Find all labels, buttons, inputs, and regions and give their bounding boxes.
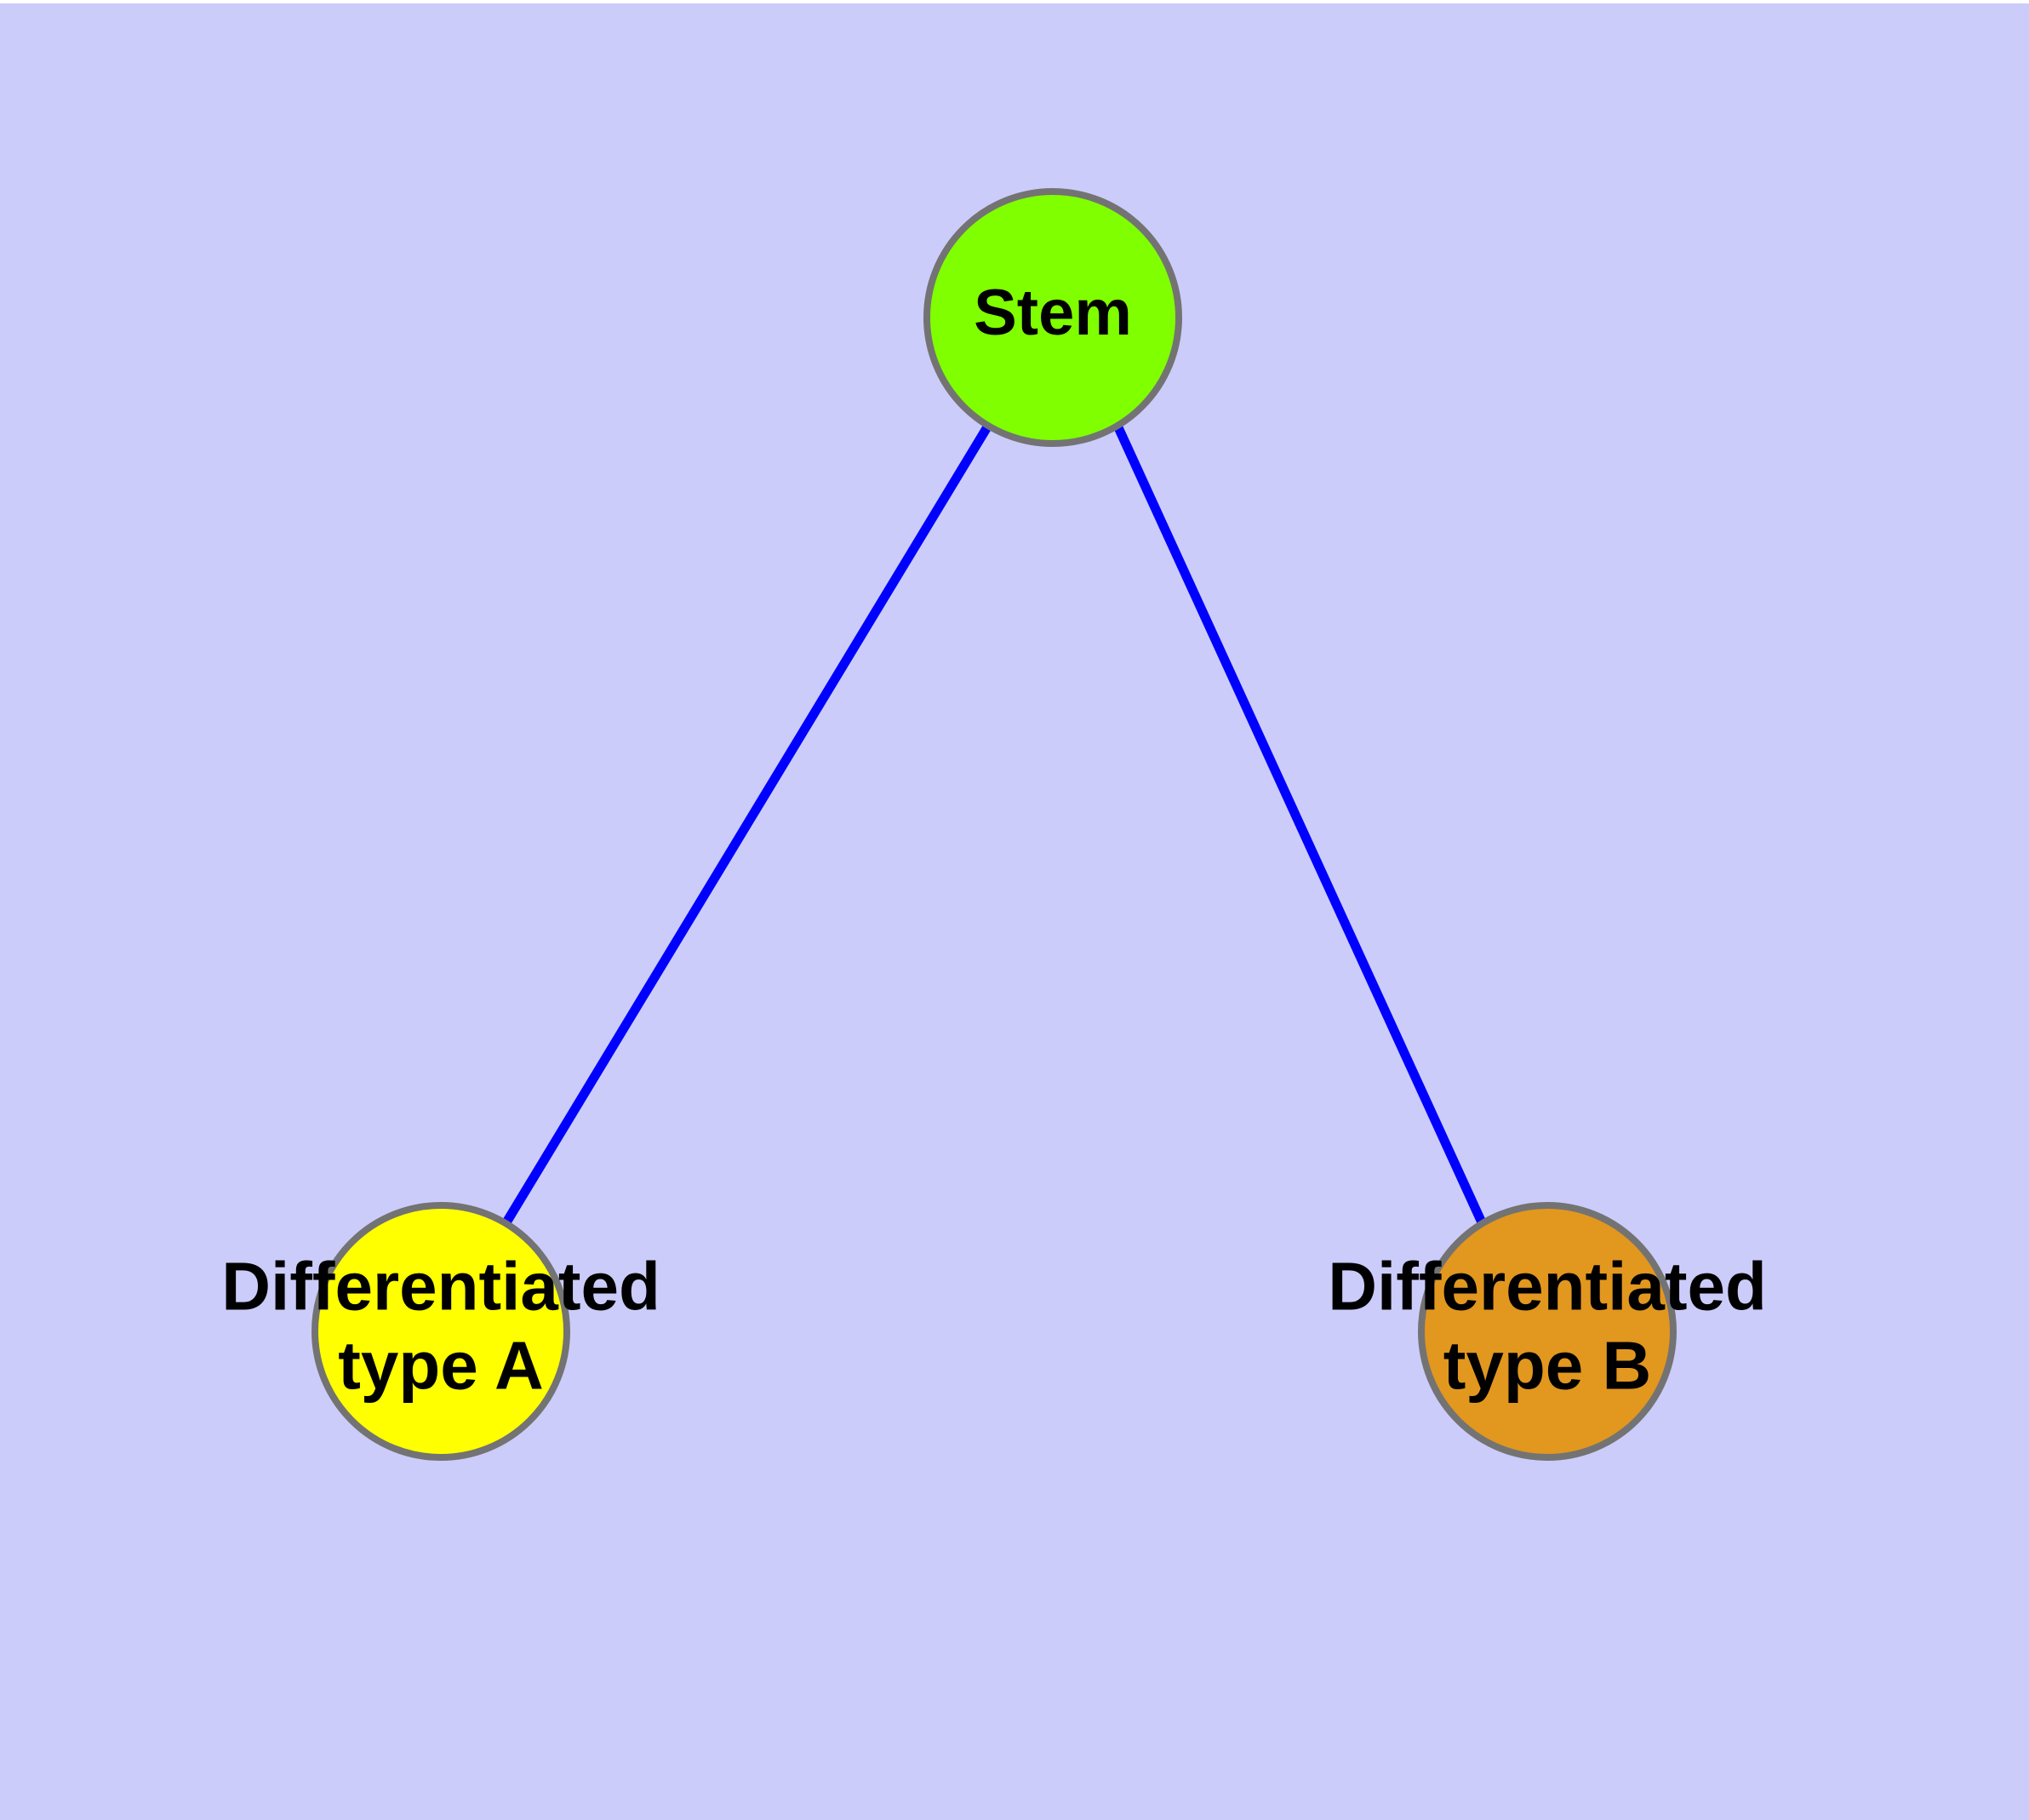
node-label-line: Stem [974,277,1132,349]
node-differentiated-type-b-circle[interactable] [1418,1202,1677,1461]
node-stem-circle[interactable] [923,188,1182,447]
node-label-line: Differentiated [1328,1249,1767,1325]
node-label-line: type A [338,1328,544,1404]
node-differentiated-type-b[interactable] [1418,1202,1677,1461]
node-stem[interactable] [923,188,1182,447]
node-label-line: Differentiated [221,1249,660,1325]
nodes-layer [311,188,1677,1461]
node-label-line: type B [1443,1328,1652,1404]
edge-stem-to-differentiated-type-b[interactable] [1112,423,1487,1225]
node-stem-label: Stem [974,277,1132,349]
node-differentiated-type-a-circle[interactable] [311,1202,570,1461]
edges-layer [502,423,1487,1225]
edge-stem-to-differentiated-type-a[interactable] [502,423,992,1225]
node-differentiated-type-a[interactable] [311,1202,570,1461]
